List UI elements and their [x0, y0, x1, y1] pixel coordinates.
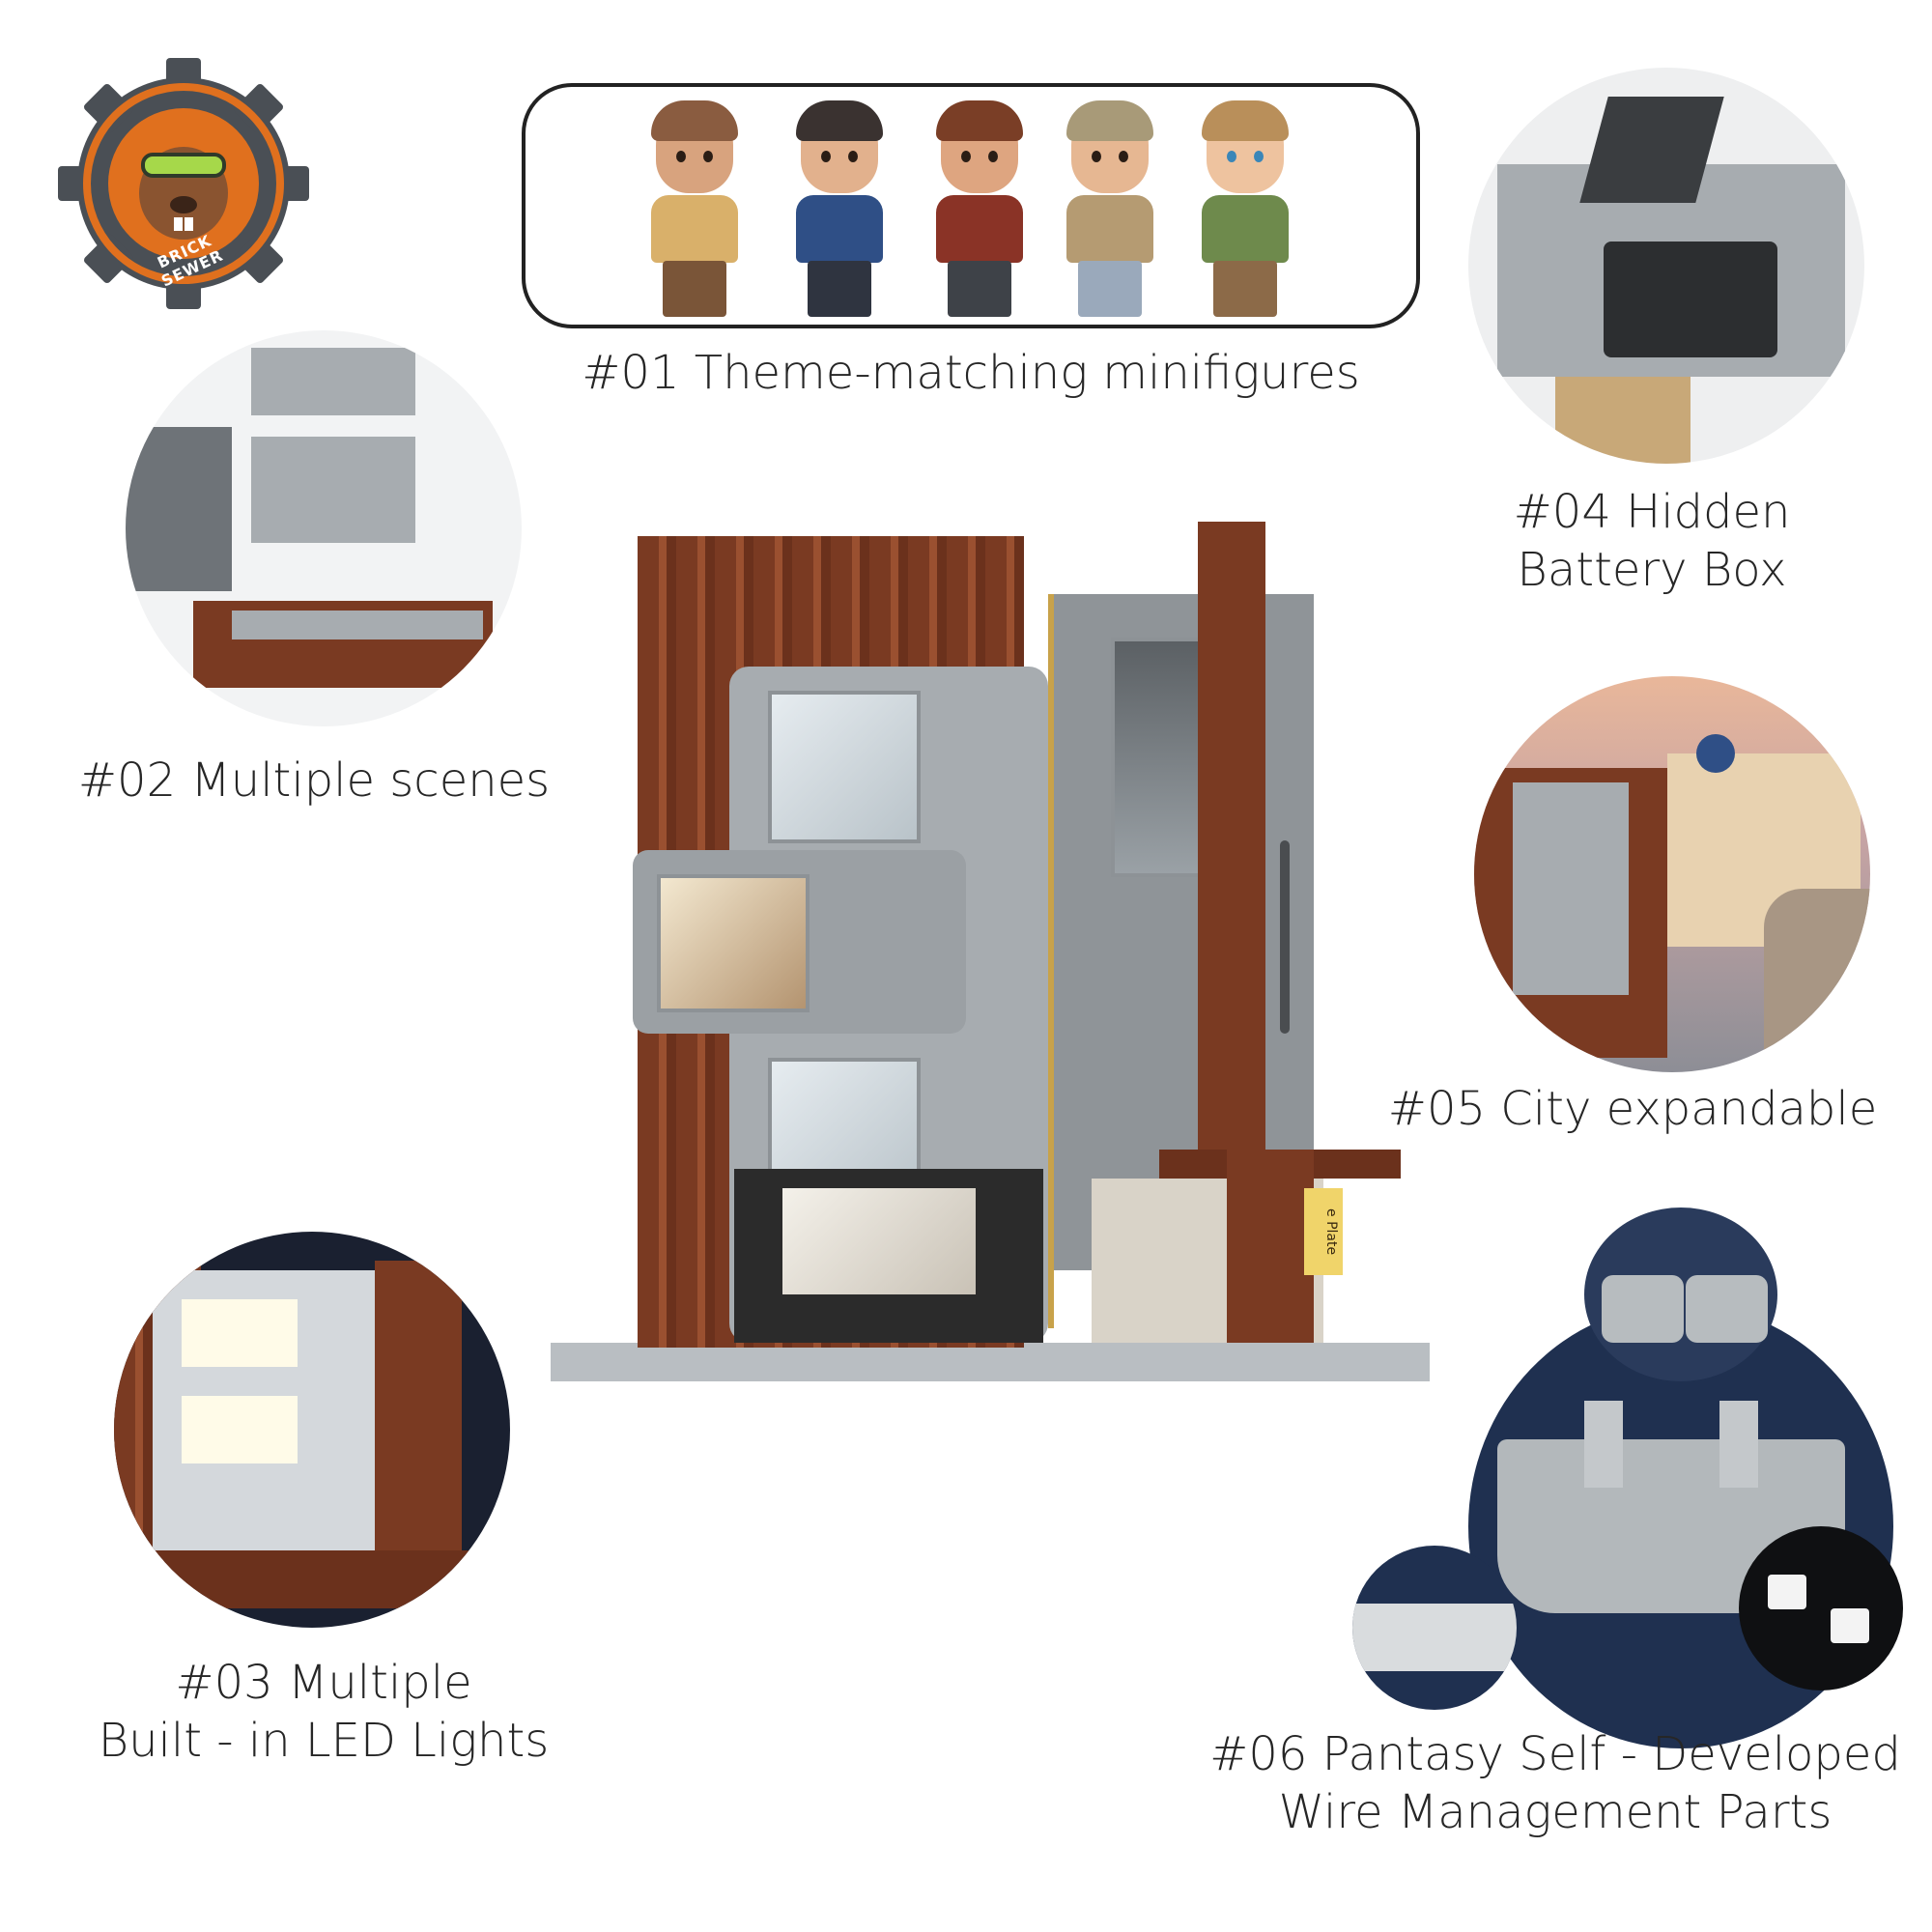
shop-brick-pillar — [1227, 1150, 1314, 1343]
feature-03-caption-line1: #03 Multiple — [175, 1656, 472, 1710]
wire-management-graphic — [1352, 1208, 1932, 1748]
feature-04-caption-line2: Battery Box — [1517, 543, 1787, 597]
building-model: e Plate — [551, 522, 1430, 1391]
minifigure — [641, 100, 748, 319]
window — [768, 691, 921, 843]
minifigures-box — [522, 83, 1420, 328]
shop-interior — [782, 1188, 976, 1294]
minifigure — [786, 100, 893, 319]
feature-01-caption: #01 Theme-matching minifigures — [582, 346, 1360, 400]
feature-04-caption-line1: #04 Hidden — [1513, 485, 1791, 539]
feature-03-caption-line2: Built - in LED Lights — [98, 1714, 550, 1768]
minifigure — [1192, 100, 1298, 319]
minifigure — [926, 100, 1033, 319]
gold-strip — [1048, 594, 1054, 1328]
feature-02-caption: #02 Multiple scenes — [77, 753, 551, 808]
tower-pipe — [1280, 840, 1290, 1034]
base-plate — [551, 1343, 1430, 1381]
city-expandable-photo — [1474, 676, 1870, 1072]
window — [1111, 638, 1206, 877]
feature-05-caption: #05 City expandable — [1387, 1082, 1878, 1136]
led-lights-photo — [114, 1232, 510, 1628]
feature-06-caption-line2: Wire Management Parts — [1278, 1785, 1833, 1839]
brick-sewer-logo: BRICK SEWER — [58, 58, 309, 309]
tower-brick-fin — [1198, 522, 1265, 1256]
window — [657, 874, 810, 1012]
feature-06-caption-line1: #06 Pantasy Self - Developed — [1209, 1727, 1901, 1781]
minifigure — [1057, 100, 1163, 319]
battery-box-photo — [1468, 68, 1864, 464]
shop-sign: e Plate — [1304, 1188, 1343, 1275]
multiple-scenes-photo — [126, 330, 522, 726]
